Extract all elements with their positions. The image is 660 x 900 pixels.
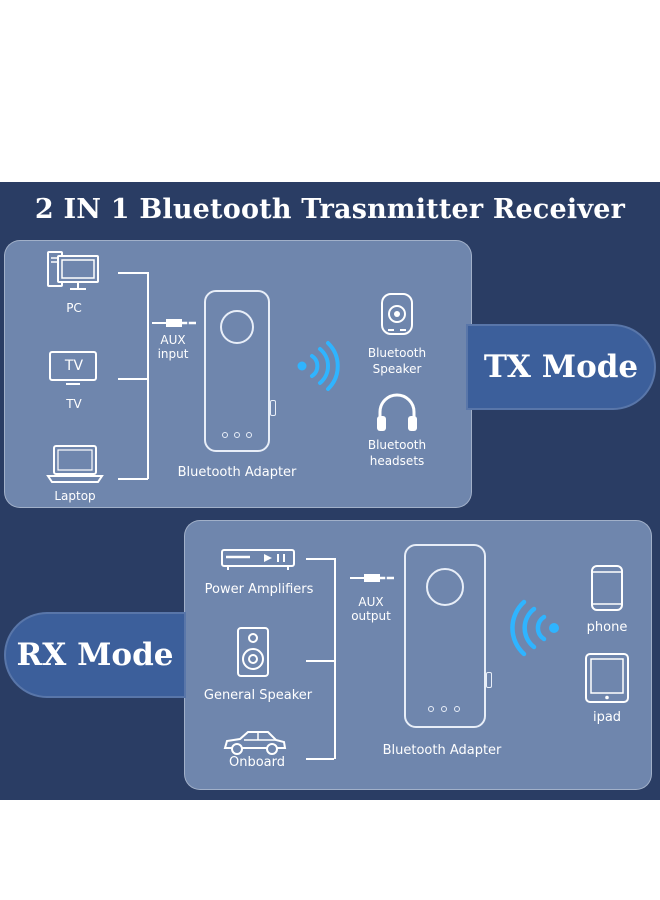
connector-line xyxy=(118,272,148,274)
connector-line xyxy=(334,558,336,759)
pc-icon xyxy=(46,250,102,300)
tablet-icon xyxy=(584,652,630,708)
bt-speaker-label-line1: Bluetooth xyxy=(367,346,427,360)
bt-headsets-label-line2: headsets xyxy=(369,454,425,468)
wireless-signal-icon xyxy=(510,599,560,660)
phone-icon xyxy=(590,564,624,616)
connector-line xyxy=(147,272,149,479)
aux-cable-icon xyxy=(350,569,398,588)
connector-line xyxy=(118,378,148,380)
ipad-label: ipad xyxy=(592,710,622,725)
bt-headsets-label-line1: Bluetooth xyxy=(367,438,427,452)
aux-input-label-line1: AUX xyxy=(160,333,186,347)
tv-label: TV xyxy=(66,397,82,411)
page-title: 2 IN 1 Bluetooth Trasnmitter Receiver xyxy=(34,194,626,225)
bt-speaker-label-line2: Speaker xyxy=(372,362,422,376)
speaker-icon xyxy=(236,626,270,682)
laptop-label: Laptop xyxy=(54,489,96,503)
pc-label: PC xyxy=(66,301,82,315)
aux-cable-icon xyxy=(152,314,200,333)
bluetooth-speaker-icon xyxy=(378,292,416,342)
tv-icon xyxy=(48,350,100,392)
tv-screen-text: TV xyxy=(64,358,84,374)
aux-output-label-line1: AUX xyxy=(358,595,384,609)
laptop-icon xyxy=(46,444,104,488)
connector-line xyxy=(306,758,334,760)
tx-adapter-label: Bluetooth Adapter xyxy=(177,465,297,480)
connector-line xyxy=(306,558,334,560)
tx-panel xyxy=(4,240,472,508)
rx-adapter-label: Bluetooth Adapter xyxy=(382,743,502,758)
connector-line xyxy=(118,478,148,480)
aux-input-label-line2: input xyxy=(157,347,189,361)
onboard-label: Onboard xyxy=(228,755,285,770)
bluetooth-adapter-device xyxy=(404,544,492,728)
aux-output-label-line2: output xyxy=(351,609,391,623)
amplifier-icon xyxy=(220,548,296,576)
bluetooth-adapter-device xyxy=(204,290,276,452)
phone-label: phone xyxy=(586,620,628,635)
tx-mode-label: TX Mode xyxy=(466,324,656,410)
car-icon xyxy=(222,728,288,760)
headphones-icon xyxy=(374,390,420,438)
amplifier-label: Power Amplifiers xyxy=(204,582,314,597)
rx-mode-label: RX Mode xyxy=(4,612,186,698)
general-speaker-label: General Speaker xyxy=(203,688,313,703)
connector-line xyxy=(306,660,334,662)
wireless-signal-icon xyxy=(296,341,340,394)
